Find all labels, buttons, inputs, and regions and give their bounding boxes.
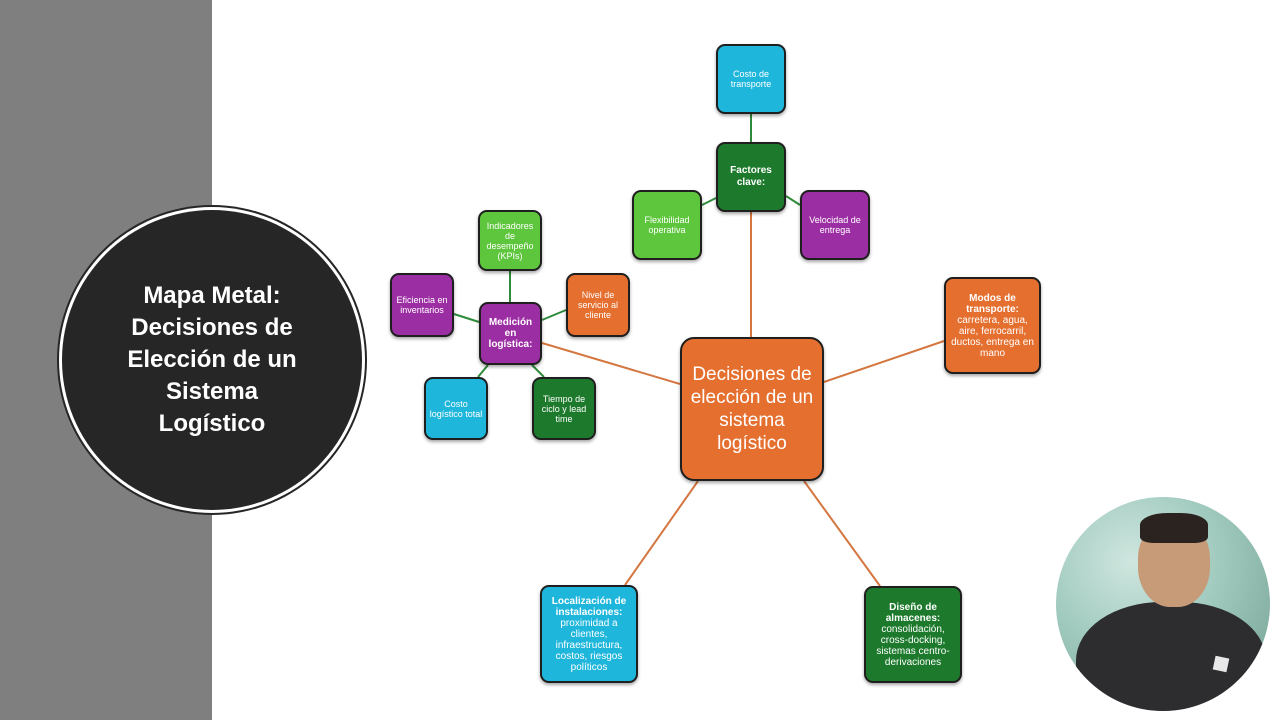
node-costo-transporte: Costo de transporte xyxy=(716,44,786,114)
title-circle: Mapa Metal: Decisiones de Elección de un… xyxy=(62,210,362,510)
node-costo-logistico: Costo logístico total xyxy=(424,377,488,440)
node-medicion-logistica: Medición en logística: xyxy=(479,302,542,365)
node-flexibilidad-label: Flexibilidad operativa xyxy=(644,215,690,235)
node-center-label: Decisiones de elección de un sistema log… xyxy=(690,364,814,454)
presenter-badge xyxy=(1212,655,1230,673)
link-factores-vel xyxy=(785,195,801,206)
node-kpis: Indicadores de desempeño (KPIs) xyxy=(478,210,542,271)
link-center-diseno xyxy=(803,480,881,587)
link-medicion-costo xyxy=(477,364,489,378)
node-localizacion-title: Localización de instalaciones: xyxy=(551,595,627,618)
node-modos-title: Modos de transporte: xyxy=(966,292,1019,315)
node-costo-transporte-label: Costo de transporte xyxy=(730,69,772,89)
node-modos-transporte: Modos de transporte: carretera, agua, ai… xyxy=(944,277,1041,374)
node-factores-clave: Factores clave: xyxy=(716,142,786,212)
node-modos-body: carretera, agua, aire, ferrocarril, duct… xyxy=(951,314,1034,359)
link-factores-flex xyxy=(701,197,717,206)
node-velocidad: Velocidad de entrega xyxy=(800,190,870,260)
link-medicion-eficiencia xyxy=(453,313,480,323)
node-flexibilidad: Flexibilidad operativa xyxy=(632,190,702,260)
node-localizacion: Localización de instalaciones: proximida… xyxy=(540,585,638,683)
node-nivel-servicio: Nivel de servicio al cliente xyxy=(566,273,630,337)
node-tiempo-ciclo: Tiempo de ciclo y lead time xyxy=(532,377,596,440)
presenter-webcam xyxy=(1056,497,1270,711)
node-factores-clave-title: Factores clave: xyxy=(730,165,772,188)
node-medicion-title: Medición en logística: xyxy=(488,317,533,350)
link-center-localizacion xyxy=(624,480,699,586)
node-eficiencia: Eficiencia en inventarios xyxy=(390,273,454,337)
node-localizacion-body: proximidad a clientes, infraestructura, … xyxy=(555,617,623,673)
node-nivel-servicio-label: Nivel de servicio al cliente xyxy=(577,290,618,320)
node-eficiencia-label: Eficiencia en inventarios xyxy=(396,295,448,315)
link-center-medicion xyxy=(541,342,681,385)
node-kpis-label: Indicadores de desempeño (KPIs) xyxy=(486,220,534,261)
node-diseno-almacenes: Diseño de almacenes: consolidación, cros… xyxy=(864,586,962,683)
node-costo-logistico-label: Costo logístico total xyxy=(429,398,483,419)
node-tiempo-ciclo-label: Tiempo de ciclo y lead time xyxy=(541,393,587,424)
node-diseno-body: consolidación, cross-docking, sistemas c… xyxy=(876,623,950,668)
node-center: Decisiones de elección de un sistema log… xyxy=(680,337,824,481)
link-medicion-nivel xyxy=(541,309,567,321)
node-diseno-title: Diseño de almacenes: xyxy=(885,601,941,624)
slide-title: Mapa Metal: Decisiones de Elección de un… xyxy=(127,282,297,437)
presenter-hair xyxy=(1140,513,1208,543)
node-velocidad-label: Velocidad de entrega xyxy=(809,215,861,235)
link-center-modos xyxy=(823,340,945,383)
presenter-body xyxy=(1076,602,1266,711)
link-medicion-tiempo xyxy=(531,364,545,378)
